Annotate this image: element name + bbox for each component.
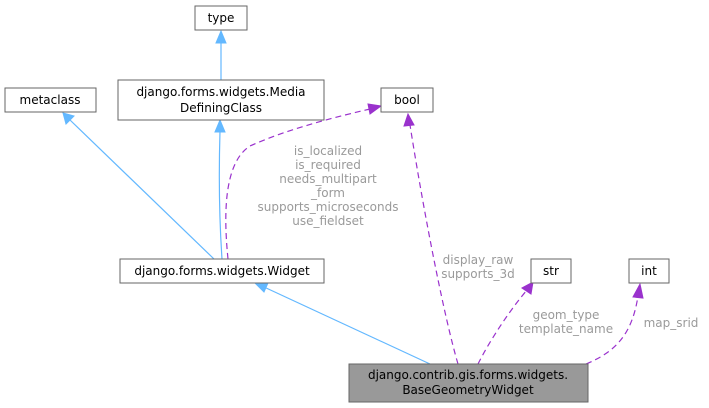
attr-label: _form [310,186,345,200]
arrowhead-type [215,29,227,44]
arrowhead-media [214,118,226,133]
edge-base-to-bool [409,124,459,365]
attr-label: supports_microseconds [257,200,398,214]
edge-widget-to-media [218,130,223,260]
edge-base-to-str [477,289,528,365]
attr-label: supports_3d [441,267,515,281]
edge-label-base-str: geom_type template_name [519,308,613,336]
node-bool-label: bool [394,93,420,107]
attr-label: needs_multipart [279,172,377,186]
edge-widget-to-metaclass [69,119,215,260]
edge-label-base-bool: display_raw supports_3d [441,253,515,281]
attr-label: display_raw [443,253,514,267]
arrowhead-bool-left [367,103,383,115]
node-base-geometry-widget[interactable]: django.contrib.gis.forms.widgets. BaseGe… [348,363,589,403]
attr-label: template_name [519,322,613,336]
attr-label: map_srid [644,316,699,330]
node-base-label-line1: django.contrib.gis.forms.widgets. [368,368,568,382]
node-int-label: int [641,264,657,278]
node-str-label: str [543,264,559,278]
node-media-defining-class[interactable]: django.forms.widgets.Media DefiningClass [117,79,325,121]
arrowhead-widget [253,282,269,293]
node-widget-label: django.forms.widgets.Widget [134,264,310,278]
attr-label: use_fieldset [292,214,364,228]
node-type[interactable]: type [194,5,248,31]
arrowhead-bool-bottom [403,112,415,127]
node-widget[interactable]: django.forms.widgets.Widget [119,258,325,284]
arrowhead-int [632,282,644,299]
node-str[interactable]: str [530,258,572,284]
attr-label: is_localized [294,144,362,158]
edge-label-widget-bool: is_localized is_required needs_multipart… [257,144,398,228]
arrowhead-metaclass [62,112,75,125]
edge-label-base-int: map_srid [644,316,699,330]
edge-widget-to-bool [225,108,371,260]
node-media-label-line2: DefiningClass [180,101,262,115]
edge-base-to-int [585,295,639,365]
arrowhead-str [521,281,534,295]
edge-base-to-widget [263,286,431,365]
node-int[interactable]: int [628,258,670,284]
node-bool[interactable]: bool [380,87,434,113]
node-metaclass[interactable]: metaclass [4,87,97,113]
node-type-label: type [208,11,235,25]
attr-label: is_required [295,158,361,172]
attr-label: geom_type [533,308,600,322]
node-media-label-line1: django.forms.widgets.Media [136,85,305,99]
node-metaclass-label: metaclass [20,93,81,107]
node-base-label-line2: BaseGeometryWidget [402,383,534,397]
